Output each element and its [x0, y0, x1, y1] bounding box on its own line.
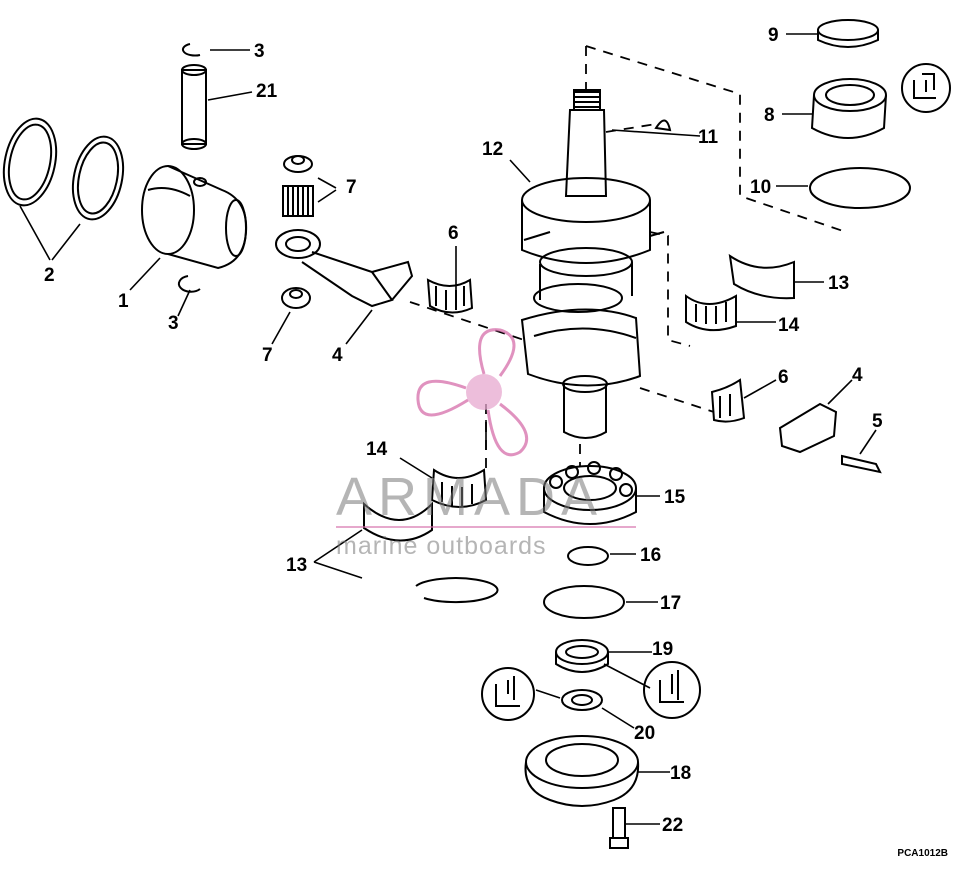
watermark-propeller — [416, 328, 529, 457]
callout-7-bottom: 7 — [262, 345, 273, 366]
o-ring-17 — [543, 585, 625, 619]
callout-16: 16 — [640, 545, 662, 566]
main-ball-bearing — [543, 461, 637, 525]
callout-14-right: 14 — [778, 315, 800, 336]
lower-bearing-housing — [524, 735, 640, 807]
retaining-ring-16 — [567, 546, 609, 566]
lubricant-symbols — [481, 63, 951, 721]
wrist-pin-bearing — [281, 155, 314, 309]
callout-4-left: 4 — [332, 345, 343, 366]
bolt-5 — [841, 454, 882, 474]
callout-8: 8 — [764, 105, 775, 126]
callout-6-left: 6 — [448, 223, 459, 244]
retaining-ring-bottom — [177, 275, 201, 293]
bolt-22 — [609, 807, 629, 849]
callout-3-bottom: 3 — [168, 313, 179, 334]
callout-4-right: 4 — [852, 365, 863, 386]
callout-20: 20 — [634, 723, 656, 744]
callout-13-right: 13 — [828, 273, 850, 294]
callout-7-top: 7 — [346, 177, 357, 198]
callout-9: 9 — [768, 25, 779, 46]
callout-3-top: 3 — [254, 41, 265, 62]
bearing-race-lower — [363, 501, 499, 604]
piston-rings — [2, 117, 125, 221]
callout-14-left: 14 — [366, 439, 388, 460]
piston-pin — [181, 64, 207, 150]
leader-lines — [19, 33, 877, 825]
callout-6-right: 6 — [778, 367, 789, 388]
retaining-ring-top — [181, 43, 201, 57]
assembly-dashed-lines — [409, 45, 847, 470]
rod-cap — [710, 378, 838, 454]
rod-bearing-left — [426, 278, 474, 314]
piston — [141, 165, 248, 270]
callout-10: 10 — [750, 177, 772, 198]
callout-13-left: 13 — [286, 555, 308, 576]
callout-21: 21 — [256, 81, 278, 102]
watermark-brand: ARMADA — [336, 467, 604, 527]
watermark-tagline: marine outboards — [336, 532, 547, 560]
seal-19 — [555, 639, 609, 673]
needle-bearing-upper — [685, 253, 795, 332]
callout-12: 12 — [482, 139, 504, 160]
callout-15: 15 — [664, 487, 686, 508]
needle-bearing-lower — [430, 468, 488, 508]
connecting-rod — [275, 229, 414, 308]
callout-19: 19 — [652, 639, 674, 660]
callout-17: 17 — [660, 593, 682, 614]
drawing-code: PCA1012B — [897, 848, 948, 859]
woodruff-key — [654, 119, 672, 132]
callout-22: 22 — [662, 815, 684, 836]
seal-20 — [561, 689, 603, 711]
watermark-underline — [336, 526, 636, 528]
callout-18: 18 — [670, 763, 692, 784]
callout-5: 5 — [872, 411, 883, 432]
crankshaft — [520, 89, 665, 439]
callout-2: 2 — [44, 265, 55, 286]
callout-1: 1 — [118, 291, 129, 312]
callout-11: 11 — [698, 127, 719, 148]
upper-bearing-assembly — [809, 19, 911, 209]
